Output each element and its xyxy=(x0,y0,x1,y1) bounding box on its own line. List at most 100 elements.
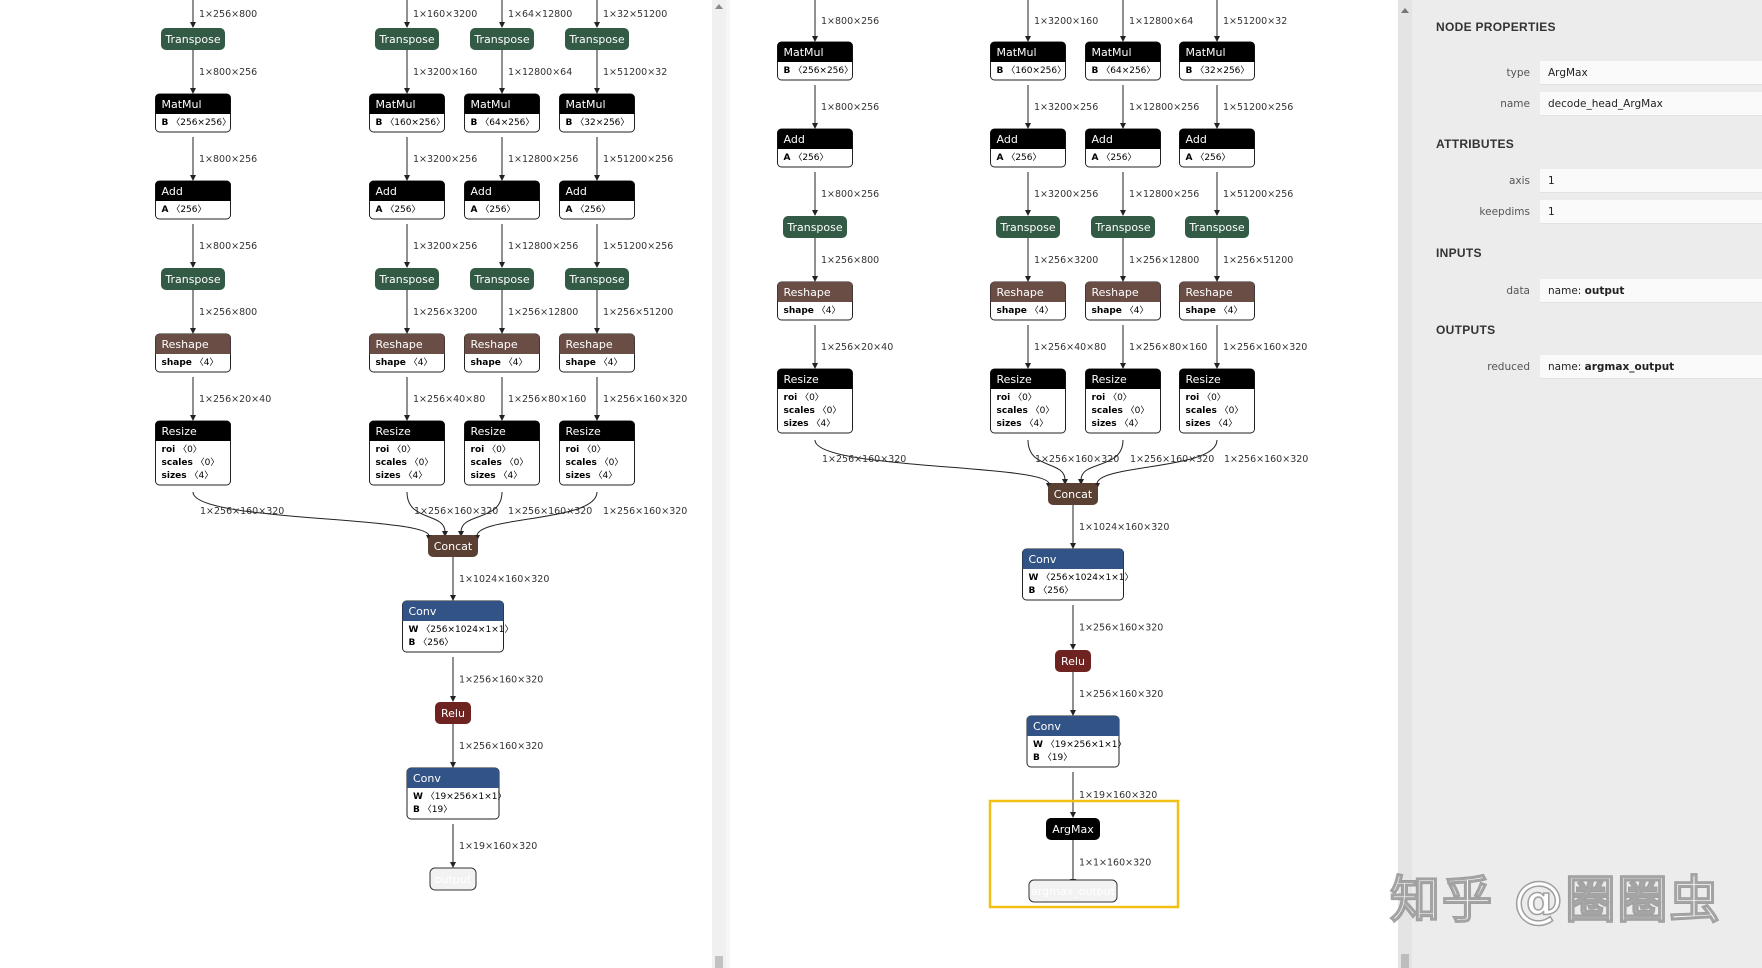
left-reshape-node-attr: shape 〈4〉 xyxy=(566,357,623,368)
left-transpose-node[interactable]: Transpose xyxy=(375,268,439,290)
edge-arrowhead xyxy=(404,88,410,94)
left-output-node[interactable]: output xyxy=(429,867,477,891)
left-pane-scrollbar[interactable] xyxy=(712,0,726,968)
scrollbar-thumb[interactable] xyxy=(1401,954,1409,968)
left-resize-node-attr: scales 〈0〉 xyxy=(566,457,624,468)
keepdims-value[interactable]: 1 xyxy=(1540,200,1762,224)
right-argmax-node[interactable]: ArgMax xyxy=(1046,818,1100,840)
left-transpose-node[interactable]: Transpose xyxy=(565,268,629,290)
left-edge-label: 1×256×40×80 xyxy=(413,394,485,405)
left-add-node-title: Add xyxy=(376,185,397,198)
left-relu-node[interactable]: Relu xyxy=(435,702,471,724)
scrollbar-thumb[interactable] xyxy=(715,956,723,968)
name-value[interactable]: decode_head_ArgMax xyxy=(1540,92,1762,116)
left-conv-node-attr: B 〈256〉 xyxy=(409,637,454,648)
right-transpose-node[interactable]: Transpose xyxy=(1091,216,1155,238)
right-resize-node-title: Resize xyxy=(997,373,1032,386)
type-value[interactable]: ArgMax xyxy=(1540,61,1762,85)
right-argmax-output-node[interactable]: argmax_output xyxy=(1028,879,1118,903)
right-input-edge-label: 1×51200×32 xyxy=(1223,16,1287,27)
right-resize-node-attr: scales 〈0〉 xyxy=(784,405,842,416)
left-transpose-node[interactable]: Transpose xyxy=(470,28,534,50)
right-relu-node[interactable]: Relu xyxy=(1055,650,1091,672)
scroll-up-arrow-icon[interactable] xyxy=(1401,8,1409,13)
left-transpose-node[interactable]: Transpose xyxy=(470,268,534,290)
right-matmul-node-attr: B 〈32×256〉 xyxy=(1186,65,1250,76)
scroll-up-arrow-icon[interactable] xyxy=(715,4,723,9)
left-transpose-node[interactable]: Transpose xyxy=(375,28,439,50)
edge-arrowhead xyxy=(594,175,600,181)
right-concat-node[interactable]: Concat xyxy=(1048,483,1098,505)
pane-divider xyxy=(726,0,730,968)
left-resize-node-attr: scales 〈0〉 xyxy=(162,457,220,468)
right-add-node-attr: A 〈256〉 xyxy=(997,152,1042,163)
edge-arrowhead xyxy=(450,696,456,702)
left-transpose-node[interactable]: Transpose xyxy=(161,28,225,50)
edge-arrowhead xyxy=(594,328,600,334)
right-transpose-node[interactable]: Transpose xyxy=(783,216,847,238)
right-transpose-node[interactable]: Transpose xyxy=(996,216,1060,238)
right-edge-label: 1×51200×256 xyxy=(1223,102,1293,113)
sidebar-scrollbar[interactable] xyxy=(1398,0,1412,968)
right-resize-node-attr: roi 〈0〉 xyxy=(1092,392,1132,403)
right-resize-node-header xyxy=(990,369,1066,389)
right-edge-label: 1×256×160×320 xyxy=(1223,342,1307,353)
left-concat-node[interactable]: Concat xyxy=(428,535,478,557)
reduced-output-value[interactable]: name: argmax_output xyxy=(1540,355,1762,379)
right-edge-label: 1×256×160×320 xyxy=(1079,689,1163,700)
edge-arrowhead xyxy=(404,175,410,181)
keepdims-label: keepdims xyxy=(1479,206,1530,218)
axis-value[interactable]: 1 xyxy=(1540,169,1762,193)
left-resize-node-header xyxy=(559,421,635,441)
right-resize-concat-edge-label: 1×256×160×320 xyxy=(1035,454,1119,465)
edge-arrowhead xyxy=(594,415,600,421)
left-transpose-node[interactable]: Transpose xyxy=(565,28,629,50)
edge-arrowhead xyxy=(499,88,505,94)
data-input-value[interactable]: name: output xyxy=(1540,279,1762,303)
left-transpose-node[interactable]: Transpose xyxy=(161,268,225,290)
right-transpose-node[interactable]: Transpose xyxy=(1185,216,1249,238)
